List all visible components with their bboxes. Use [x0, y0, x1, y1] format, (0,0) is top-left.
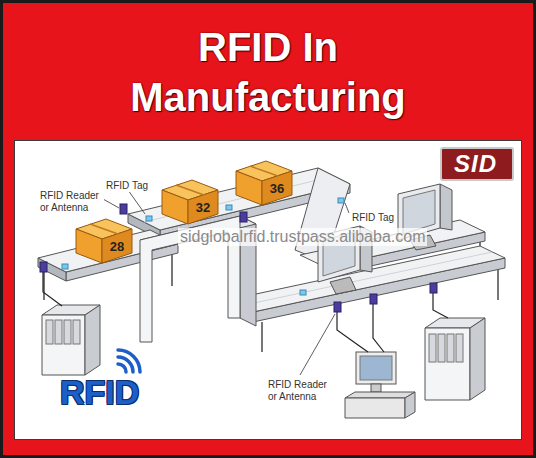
rfid-reader: [40, 262, 47, 272]
pc-case-top: [345, 392, 415, 398]
white-panel: [15, 141, 522, 440]
server-side: [85, 305, 100, 375]
watermark: sidglobalrfid.trustpass.alibaba.com: [178, 228, 427, 246]
callout-number: 28: [110, 239, 124, 254]
title-box: RFID In Manufacturing: [118, 22, 418, 122]
drive-bay: [55, 320, 62, 344]
reader-label: RFID Reader or Antenna: [40, 190, 104, 214]
carton-box: 28: [72, 215, 134, 265]
carton-drawing: [232, 157, 294, 207]
tag-label: RFID Tag: [352, 212, 394, 224]
pc-case: [345, 398, 405, 418]
cable: [337, 312, 368, 352]
label-anchor: RFID Reader or Antenna: [268, 379, 332, 404]
label-anchor: RFID Tag: [352, 207, 394, 225]
box-tape: [90, 224, 118, 234]
label-anchor: sidglobalrfid.trustpass.alibaba.com: [178, 228, 427, 246]
box-front: [236, 171, 262, 205]
leader-line: [300, 314, 335, 375]
rfid-tag: [226, 205, 232, 210]
drive-bay: [73, 320, 80, 344]
drive-bay: [447, 334, 454, 362]
cable: [373, 304, 384, 352]
leader-line: [128, 190, 145, 214]
rfid-reader: [370, 294, 377, 304]
server: [425, 328, 470, 400]
callout-number: 36: [270, 181, 284, 196]
carton-drawing: [158, 176, 220, 226]
rfid-logo-text: RFID: [60, 374, 139, 411]
rfid-waves: [118, 350, 140, 372]
title-text: RFID In Manufacturing: [118, 22, 418, 122]
rfid-reader: [240, 212, 247, 222]
monitor-stand: [330, 277, 356, 294]
label-anchor: RFID: [60, 374, 139, 411]
pc-case-side: [405, 392, 415, 418]
pc-screen: [360, 356, 392, 380]
drive-bay: [429, 334, 436, 362]
drive-bay: [64, 320, 71, 344]
reader-label: RFID Reader or Antenna: [268, 379, 332, 403]
tag-label: RFID Tag: [106, 180, 148, 192]
cable: [43, 272, 62, 306]
pc-monitor: [356, 352, 396, 384]
box-front: [162, 190, 188, 224]
box-front: [76, 229, 102, 263]
server-side: [470, 318, 485, 400]
monitor-side: [440, 184, 452, 230]
rfid-reader: [334, 302, 341, 312]
callout-number: 32: [196, 200, 210, 215]
drive-bay: [456, 334, 463, 362]
rfid-reader: [120, 204, 127, 214]
pc-stand: [371, 384, 381, 392]
box-tape: [176, 185, 204, 195]
leader-line: [103, 199, 119, 208]
leader-line: [345, 203, 349, 213]
carton-box: 36: [232, 157, 294, 207]
rfid-tag: [62, 264, 68, 269]
label-anchor: RFID Reader or Antenna: [40, 190, 104, 215]
label-anchor: RFID Tag: [106, 175, 148, 193]
cable: [433, 293, 448, 318]
carton-box: 32: [158, 176, 220, 226]
carton-drawing: [72, 215, 134, 265]
server: [42, 315, 85, 375]
rfid-reader: [430, 283, 437, 293]
box-tape: [250, 166, 278, 176]
drive-bay: [46, 320, 53, 344]
rfid-tag: [146, 216, 152, 221]
logo-badge: SID: [440, 147, 514, 181]
rfid-tag: [338, 198, 344, 203]
drive-bay: [438, 334, 445, 362]
logo-text: SID: [454, 150, 497, 178]
rfid-tag: [300, 290, 306, 295]
